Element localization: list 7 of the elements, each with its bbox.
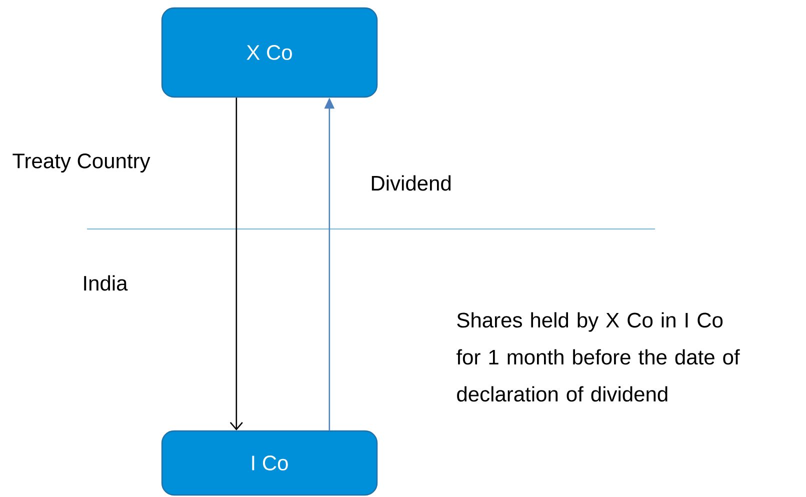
text-label: India (84, 275, 128, 291)
text-label: Treaty Country (12, 153, 150, 172)
company-box: I Co (161, 430, 378, 496)
text-label: Shares held by X Co in I Co for 1 month before the date of declaration of dividend (456, 312, 740, 402)
text-label: Dividend (372, 175, 451, 191)
company-box: X Co (161, 7, 378, 98)
arrow (230, 98, 243, 430)
